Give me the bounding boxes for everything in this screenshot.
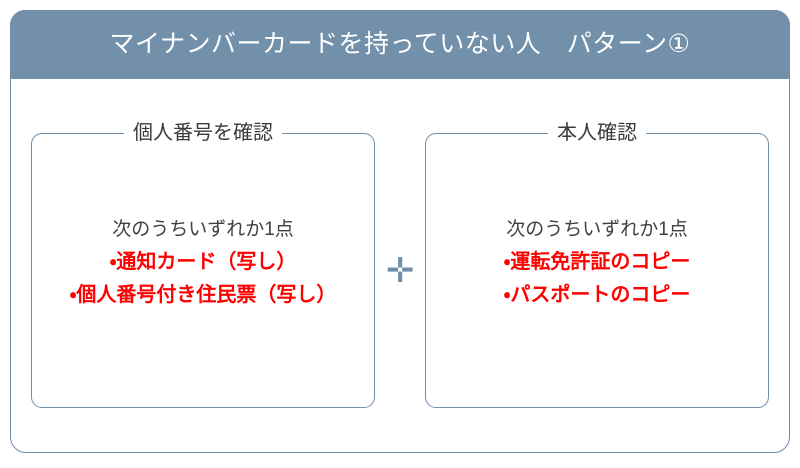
- panel-legend-personal-number-check: 個人番号を確認: [124, 121, 282, 146]
- panel-legend-identity-verification: 本人確認: [548, 121, 646, 146]
- page-title: マイナンバーカードを持っていない人 パターン①: [109, 30, 691, 58]
- panels-row: 個人番号を確認 次のうちいずれか1点 ・通知カード（写し） ・個人番号付き住民票…: [31, 121, 769, 408]
- body-area: 個人番号を確認 次のうちいずれか1点 ・通知カード（写し） ・個人番号付き住民票…: [10, 79, 790, 453]
- panel-identity-verification: 本人確認 次のうちいずれか1点 ・運転免許証のコピー ・パスポートのコピー: [425, 121, 769, 408]
- panel-intro-text: 次のうちいずれか1点: [112, 219, 294, 240]
- list-item: ・パスポートのコピー: [503, 284, 691, 306]
- plus-connector: ✛: [375, 133, 425, 408]
- list-item: ・運転免許証のコピー: [503, 251, 691, 273]
- panel-content-identity-verification: 次のうちいずれか1点 ・運転免許証のコピー ・パスポートのコピー: [426, 214, 768, 312]
- panel-content-personal-number-check: 次のうちいずれか1点 ・通知カード（写し） ・個人番号付き住民票（写し）: [32, 214, 374, 312]
- panel-personal-number-check: 個人番号を確認 次のうちいずれか1点 ・通知カード（写し） ・個人番号付き住民票…: [31, 121, 375, 408]
- panel-intro-text: 次のうちいずれか1点: [506, 219, 688, 240]
- list-item: ・通知カード（写し）: [109, 251, 297, 273]
- list-item: ・個人番号付き住民票（写し）: [69, 284, 337, 306]
- header-bar: マイナンバーカードを持っていない人 パターン①: [10, 10, 790, 79]
- plus-icon: ✛: [385, 251, 415, 290]
